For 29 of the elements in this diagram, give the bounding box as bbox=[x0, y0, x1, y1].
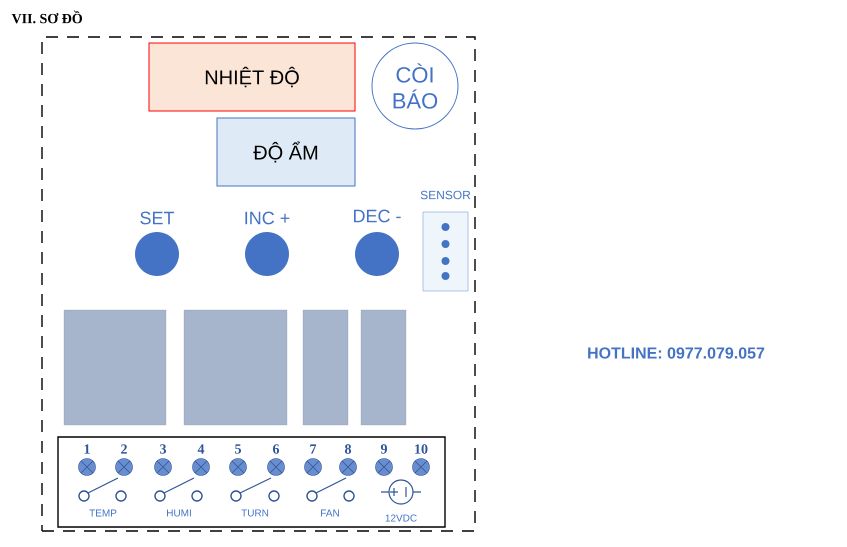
display-box: NHIỆT ĐỘ bbox=[148, 42, 356, 112]
terminal-number: 2 bbox=[121, 444, 127, 454]
terminal-number: 3 bbox=[160, 444, 166, 454]
relay-block bbox=[360, 310, 406, 426]
power-label: 12VDC bbox=[386, 514, 417, 522]
display-box: ĐỘ ẨM bbox=[216, 118, 356, 186]
button-label: DEC - bbox=[354, 210, 401, 222]
switch-label: TEMP bbox=[89, 510, 116, 516]
title: VII. SƠ ĐỒ bbox=[12, 10, 82, 24]
relay-block bbox=[302, 310, 348, 426]
button-label: INC + bbox=[245, 212, 290, 224]
switch-label: FAN bbox=[321, 510, 339, 516]
terminal-number: 5 bbox=[235, 444, 241, 454]
relay-block bbox=[64, 310, 166, 426]
terminal-number: 7 bbox=[310, 444, 316, 454]
switch-label: HUMI bbox=[167, 510, 191, 516]
terminal-number: 10 bbox=[415, 444, 428, 454]
terminal-block bbox=[57, 436, 446, 528]
terminal-number: 4 bbox=[198, 444, 204, 454]
terminal-number: 1 bbox=[84, 444, 90, 454]
dashed-frame bbox=[41, 36, 476, 532]
relay-block bbox=[184, 310, 288, 426]
terminal-number: 8 bbox=[344, 444, 352, 454]
hotline-text: HOTLINE: 0977.079.057 bbox=[588, 347, 764, 359]
switch-label: TURN bbox=[241, 510, 268, 516]
button-label: SET bbox=[140, 212, 174, 224]
sensor-label: SENSOR bbox=[420, 190, 470, 200]
terminal-number: 6 bbox=[273, 444, 280, 454]
terminal-number: 9 bbox=[380, 444, 387, 454]
